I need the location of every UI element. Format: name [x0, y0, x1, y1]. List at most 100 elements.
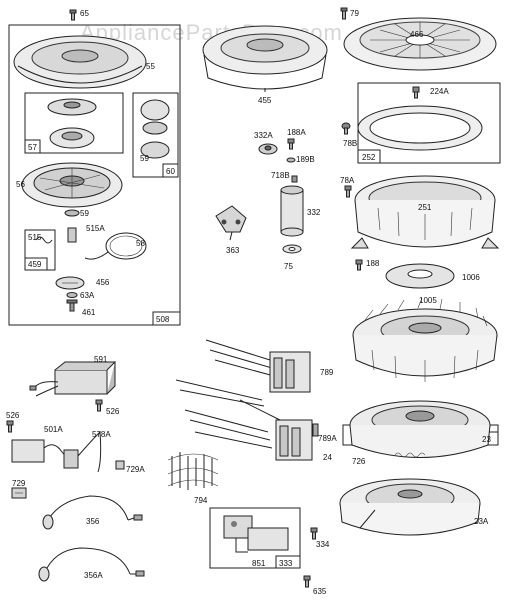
label-729: 729	[12, 479, 26, 488]
label-333: 333	[279, 559, 293, 568]
washer-189b	[286, 157, 296, 163]
label-515a: 515A	[86, 224, 105, 233]
screw-188	[355, 259, 363, 271]
box-label-frame	[152, 311, 181, 326]
label-789: 789	[320, 368, 334, 377]
label-363: 363	[226, 246, 240, 255]
clip-729	[11, 487, 27, 499]
label-718b: 718B	[271, 171, 290, 180]
pawl-part	[140, 99, 170, 159]
label-1006: 1006	[462, 273, 480, 282]
spring-cup	[47, 98, 97, 149]
label-851: 851	[252, 559, 266, 568]
regulator-501a	[11, 431, 102, 473]
washer-63a	[66, 292, 78, 298]
label-56: 56	[16, 180, 25, 189]
sub-box-60-tag	[162, 163, 179, 178]
washer-59	[64, 209, 80, 217]
label-332a: 332A	[254, 131, 273, 140]
label-58: 58	[136, 239, 145, 248]
label-60: 60	[166, 167, 175, 176]
label-729a: 729A	[126, 465, 145, 474]
label-356a: 356A	[84, 571, 103, 580]
label-332: 332	[307, 208, 321, 217]
label-78a: 78A	[340, 176, 355, 185]
sub-box-252	[357, 82, 501, 164]
label-251: 251	[418, 203, 432, 212]
label-189b: 189B	[296, 155, 315, 164]
starter-assembly-box	[8, 24, 181, 326]
harness-356	[42, 495, 143, 530]
label-188: 188	[366, 259, 380, 268]
screw-224a	[412, 86, 420, 99]
label-23: 23	[482, 435, 491, 444]
sub-box-252-tag	[357, 149, 381, 164]
sub-box-459-tag	[24, 257, 48, 271]
stator-gasket-ring	[357, 105, 483, 151]
screw-65	[69, 9, 77, 21]
screw-188a	[287, 138, 295, 150]
flywheel-fan	[352, 297, 498, 382]
label-466: 466	[410, 30, 424, 39]
label-635: 635	[313, 587, 327, 596]
label-334: 334	[316, 540, 330, 549]
screw-461	[66, 299, 78, 312]
label-726: 726	[352, 457, 366, 466]
clip-729a	[115, 460, 125, 470]
wire-harness-789a	[184, 399, 313, 461]
label-75: 75	[284, 262, 293, 271]
sub-box-333-tag	[275, 555, 301, 569]
bracket-363	[215, 205, 247, 241]
label-578a: 578A	[92, 430, 111, 439]
label-455: 455	[258, 96, 272, 105]
part-718b	[291, 175, 298, 183]
rectifier-591	[29, 361, 117, 397]
sub-box-57-tag	[24, 139, 41, 154]
label-356: 356	[86, 517, 100, 526]
label-24: 24	[323, 453, 332, 462]
harness-356a	[38, 547, 145, 582]
label-794: 794	[194, 496, 208, 505]
plate-1006	[385, 263, 455, 289]
label-526-b: 526	[106, 407, 120, 416]
label-789a: 789A	[318, 434, 337, 443]
starter-rope	[84, 232, 147, 260]
wire-harness-789	[175, 339, 311, 407]
flywheel-726	[349, 400, 491, 458]
label-59-a: 59	[140, 154, 149, 163]
label-23a: 23A	[474, 517, 489, 526]
screw-526b	[95, 399, 103, 412]
label-59-b: 59	[80, 209, 89, 218]
label-1005: 1005	[419, 296, 437, 305]
screw-78b	[341, 122, 351, 135]
label-79: 79	[350, 9, 359, 18]
label-456: 456	[96, 278, 110, 287]
label-526-a: 526	[6, 411, 20, 420]
label-501a: 501A	[44, 425, 63, 434]
screw-526a	[6, 420, 14, 433]
screw-334	[310, 527, 318, 540]
label-459: 459	[28, 260, 42, 269]
starter-pulley	[21, 162, 123, 208]
grass-screen	[343, 17, 497, 71]
nut-332a	[258, 143, 278, 155]
switch-assembly	[223, 515, 289, 553]
washer-75-hole	[288, 247, 296, 251]
label-65: 65	[80, 9, 89, 18]
label-57: 57	[28, 143, 37, 152]
handle-spring	[35, 227, 77, 244]
sub-box-57	[24, 92, 124, 154]
flywheel-screen	[202, 25, 328, 90]
sub-box-60	[132, 92, 179, 178]
label-461: 461	[82, 308, 96, 317]
rewind-housing	[13, 35, 147, 89]
label-78b: 78B	[343, 139, 357, 148]
label-252: 252	[362, 153, 376, 162]
label-515: 515	[28, 233, 42, 242]
screw-635	[303, 575, 311, 588]
screw-79	[340, 7, 348, 20]
label-63a: 63A	[80, 291, 95, 300]
sub-box-333	[209, 507, 301, 569]
coil-794	[167, 452, 219, 490]
